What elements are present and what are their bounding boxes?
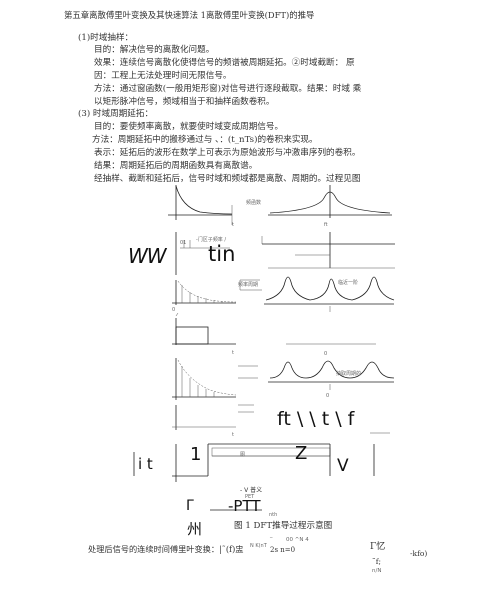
row6-left-plot	[172, 404, 254, 430]
formula-sub: 2s n=0	[270, 546, 296, 554]
fig-ocr-one: 1	[190, 444, 202, 465]
row3-left-plot	[172, 279, 262, 305]
fig-label-2: ft	[324, 222, 328, 228]
fig-label-1: t	[232, 222, 234, 228]
formula-line: 处理后信号的连续时间傅里叶变换：|˜(f)盅	[88, 544, 244, 554]
fig-ocr-ww: WW	[128, 244, 167, 268]
formula-top: 00 ^N 4	[286, 537, 309, 543]
fig-ocr-it: i t	[138, 455, 153, 473]
section-1-line-2: 效果：连续信号离散化使得信号的频谱被周期延拓。②时域截断： 原	[94, 58, 355, 68]
fig-ocr-z: Z	[295, 443, 308, 464]
fig-label-0: 频函数	[246, 200, 262, 206]
section-1-line-1: 目的：解决信号的离散化问题。	[94, 45, 215, 55]
fig-label-13: 图	[240, 452, 246, 458]
page-header: 第五章离散傅里叶变换及其快速算法 1离散傅里叶变换(DFT)的推导	[64, 10, 315, 20]
fig-ocr-v: V	[337, 456, 349, 476]
row3-right-plot	[264, 276, 395, 312]
fig-ocr-ft: ft \ \ t \ f	[277, 408, 355, 430]
section-1-line-4: 方法：通过窗函数(一般用矩形窗)对信号进行逐段截取。结果：时域 乘	[94, 84, 362, 94]
row5-right-plot	[268, 360, 395, 390]
fig-label-12: t	[232, 432, 234, 438]
fig-ocr-tin: tin	[208, 242, 236, 266]
fig-label-10: 0	[172, 307, 176, 313]
fig-label-4: -门区子频率 /	[196, 237, 227, 243]
section-1-line-3: 因：工程上无法处理时间无限信号。	[94, 71, 232, 81]
formula-n-over-N: n/N	[372, 568, 382, 574]
fig-bracket: Γ	[186, 498, 194, 514]
fig-label-9: 0	[324, 351, 328, 357]
fig-label-7: 抽取周期的	[336, 371, 362, 377]
row7-plots	[133, 432, 390, 482]
section-3-line-4: 结果：周期延拓后的周期函数具有离散谱。	[94, 161, 258, 171]
fig-caption-pet: PET	[245, 494, 255, 500]
row2-left-plot	[175, 232, 263, 275]
fig-zhou: 州	[187, 520, 203, 538]
fig-ptt: -PTT	[228, 497, 261, 515]
fig-label-6: 临近一阶	[338, 280, 359, 286]
figure-caption: 图 1 DFT推导过程示意图	[234, 521, 333, 531]
fig-label-3: 01	[180, 240, 187, 246]
formula-sup: N K(nT	[250, 543, 267, 549]
row4-left-plot	[172, 312, 236, 345]
fig-label-5: 频率周期	[238, 282, 259, 288]
section-1-line-5: 以矩形脉冲信号，频域相当于和抽样函数卷积。	[94, 97, 275, 107]
section-3-line-3: 表示：延拓后的波形在数学上可表示为原始波形与冲激串序列的卷积。	[94, 148, 361, 158]
row2-right-plot	[262, 232, 395, 269]
section-3-line-2: 方法：周期延拓中的搬移通过与 、：(t_nTs)的卷积来实现。	[92, 135, 318, 145]
formula-end: -kfo)	[410, 549, 428, 558]
row5-left-plot	[172, 358, 258, 400]
fig-caption-small: - V 普义	[240, 487, 263, 494]
formula-f: ˜f;	[372, 557, 382, 566]
section-3-title: (3) 时域周期延拓：	[78, 109, 154, 119]
row1-left-plot	[168, 185, 233, 225]
fig-label-11: 0	[326, 393, 330, 399]
section-3-line-5: 经抽样、截断和延拓后，信号时域和频域都是离散、周期的。过程见图	[94, 174, 361, 184]
row1-right-plot	[268, 185, 392, 218]
fig-label-8: t	[232, 350, 234, 356]
section-1-title: (1)时域抽样：	[78, 33, 134, 43]
section-3-line-1: 目的：要使频率离散，就要使时域变成周期信号。	[94, 122, 284, 132]
formula-right: Γ忆	[370, 542, 386, 552]
fig-nth: nth	[269, 512, 278, 518]
formula-dash: _	[270, 532, 273, 538]
